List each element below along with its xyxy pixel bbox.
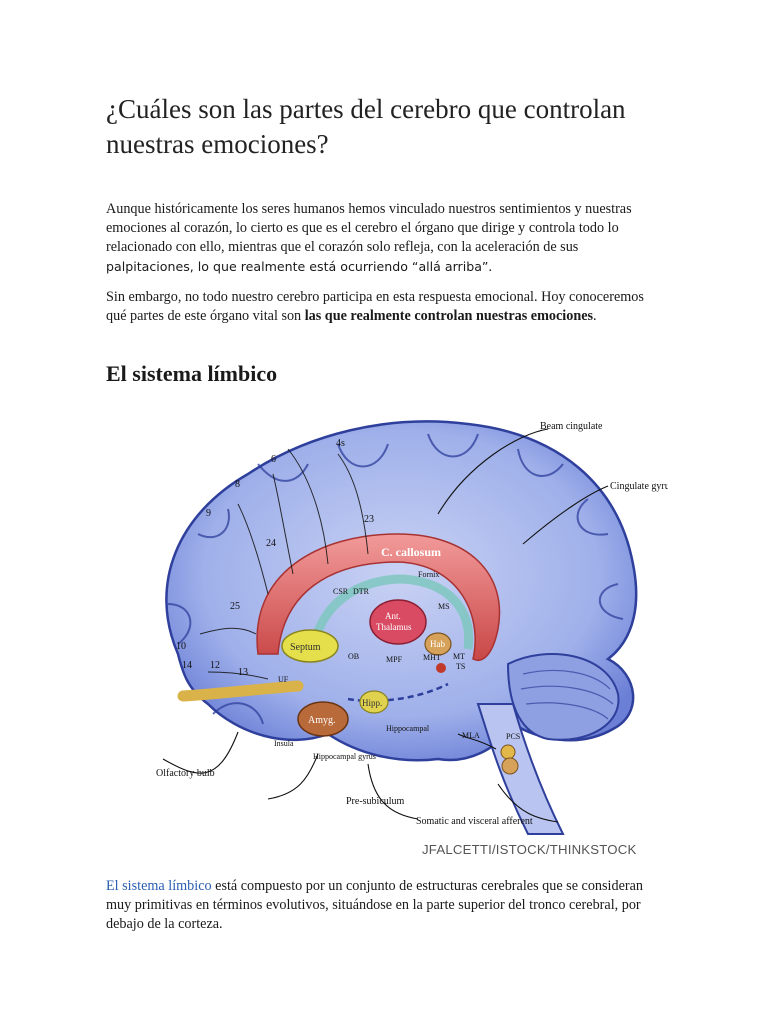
brainstem [476, 703, 565, 835]
habenula [424, 632, 452, 656]
svg-text:25: 25 [230, 601, 240, 612]
area-numbers: 4s 6 8 9 23 24 25 10 14 12 13 [176, 438, 374, 678]
label-cingulate-gyrus: Cingulate gyrus [610, 481, 668, 492]
section-heading: El sistema límbico [106, 361, 278, 386]
intro-text-tail: palpitaciones, lo que realmente está ocu… [106, 259, 489, 274]
svg-text:23: 23 [364, 514, 374, 525]
brain-diagram: Ant. Thalamus Hab Septum Amyg. Hipp. [156, 420, 674, 835]
label-ob: OB [348, 652, 359, 661]
pcs-nucleus [500, 744, 516, 760]
label-somatic-afferent: Somatic and visceral afferent [416, 816, 533, 827]
second-text: Sin embargo, no todo nuestro cerebro par… [106, 289, 644, 324]
hab-label: Hab [430, 639, 445, 649]
limbic-paragraph: El sistema límbico está compuesto por un… [106, 877, 666, 934]
svg-text:12: 12 [210, 660, 220, 671]
label-pre-subiculum: Pre-subiculum [346, 796, 405, 807]
label-mht: MHT [423, 653, 441, 662]
second-text-bold: las que realmente controlan nuestras emo… [304, 308, 594, 324]
second-text-end: . [593, 308, 597, 324]
svg-text:8: 8 [235, 479, 240, 490]
page-title: ¿Cuáles son las partes del cerebro que c… [106, 94, 626, 159]
svg-text:10: 10 [176, 641, 186, 652]
intro-paragraph: Aunque históricamente los seres humanos … [106, 200, 666, 277]
label-mpf: MPF [386, 655, 403, 664]
intro-text-end: . [488, 259, 493, 275]
amygdala [297, 701, 349, 737]
label-mla: MLA [462, 731, 480, 740]
amygdala-label: Amyg. [308, 715, 336, 726]
svg-text:4s: 4s [336, 438, 345, 449]
label-insula: Insula [274, 739, 294, 748]
label-ts: TS [456, 662, 465, 671]
thalamus-label-2: Thalamus [376, 622, 412, 632]
label-ms: MS [438, 602, 450, 611]
svg-text:9: 9 [206, 508, 211, 519]
label-hippocampal: Hippocampal [386, 724, 430, 733]
label-olfactory-bulb: Olfactory bulb [156, 768, 215, 779]
label-fornix: Fornix [418, 570, 439, 579]
svg-text:13: 13 [238, 667, 248, 678]
svg-text:6: 6 [271, 454, 276, 465]
label-hippocampal-gyrus: Hippocampal gyrus [313, 752, 376, 761]
c-nucleus [501, 757, 519, 775]
label-csr: CSR [333, 587, 349, 596]
label-uf: UF [278, 675, 289, 684]
ip-nucleus [436, 663, 446, 673]
svg-text:14: 14 [182, 660, 192, 671]
image-credit: JFALCETTI/ISTOCK/THINKSTOCK [422, 842, 637, 857]
olfactory-bulb [177, 680, 304, 702]
label-mt: MT [453, 652, 465, 661]
corpus-callosum [256, 533, 501, 661]
intro-text: Aunque históricamente los seres humanos … [106, 201, 632, 255]
label-pcs: PCS [506, 732, 520, 741]
label-beam-cingulate: Beam cingulate [540, 421, 603, 432]
hippocampal-arc [347, 682, 449, 703]
fornix [308, 574, 474, 655]
label-c-callosum: C. callosum [381, 545, 441, 559]
limbic-system-illustration: Ant. Thalamus Hab Septum Amyg. Hipp. [138, 404, 674, 844]
anterior-thalamus [369, 599, 427, 645]
svg-text:24: 24 [266, 538, 276, 549]
hippocampus [359, 690, 389, 714]
limbic-system-link[interactable]: El sistema límbico [106, 878, 212, 894]
hipp-label: Hipp. [362, 698, 382, 708]
second-paragraph: Sin embargo, no todo nuestro cerebro par… [106, 288, 666, 326]
septum-label: Septum [290, 642, 321, 653]
limbic-text: está compuesto por un conjunto de estruc… [106, 878, 643, 932]
thalamus-label-1: Ant. [385, 611, 401, 621]
label-dtr: DTR [353, 587, 370, 596]
septum [281, 629, 339, 663]
cerebellum [506, 653, 620, 741]
